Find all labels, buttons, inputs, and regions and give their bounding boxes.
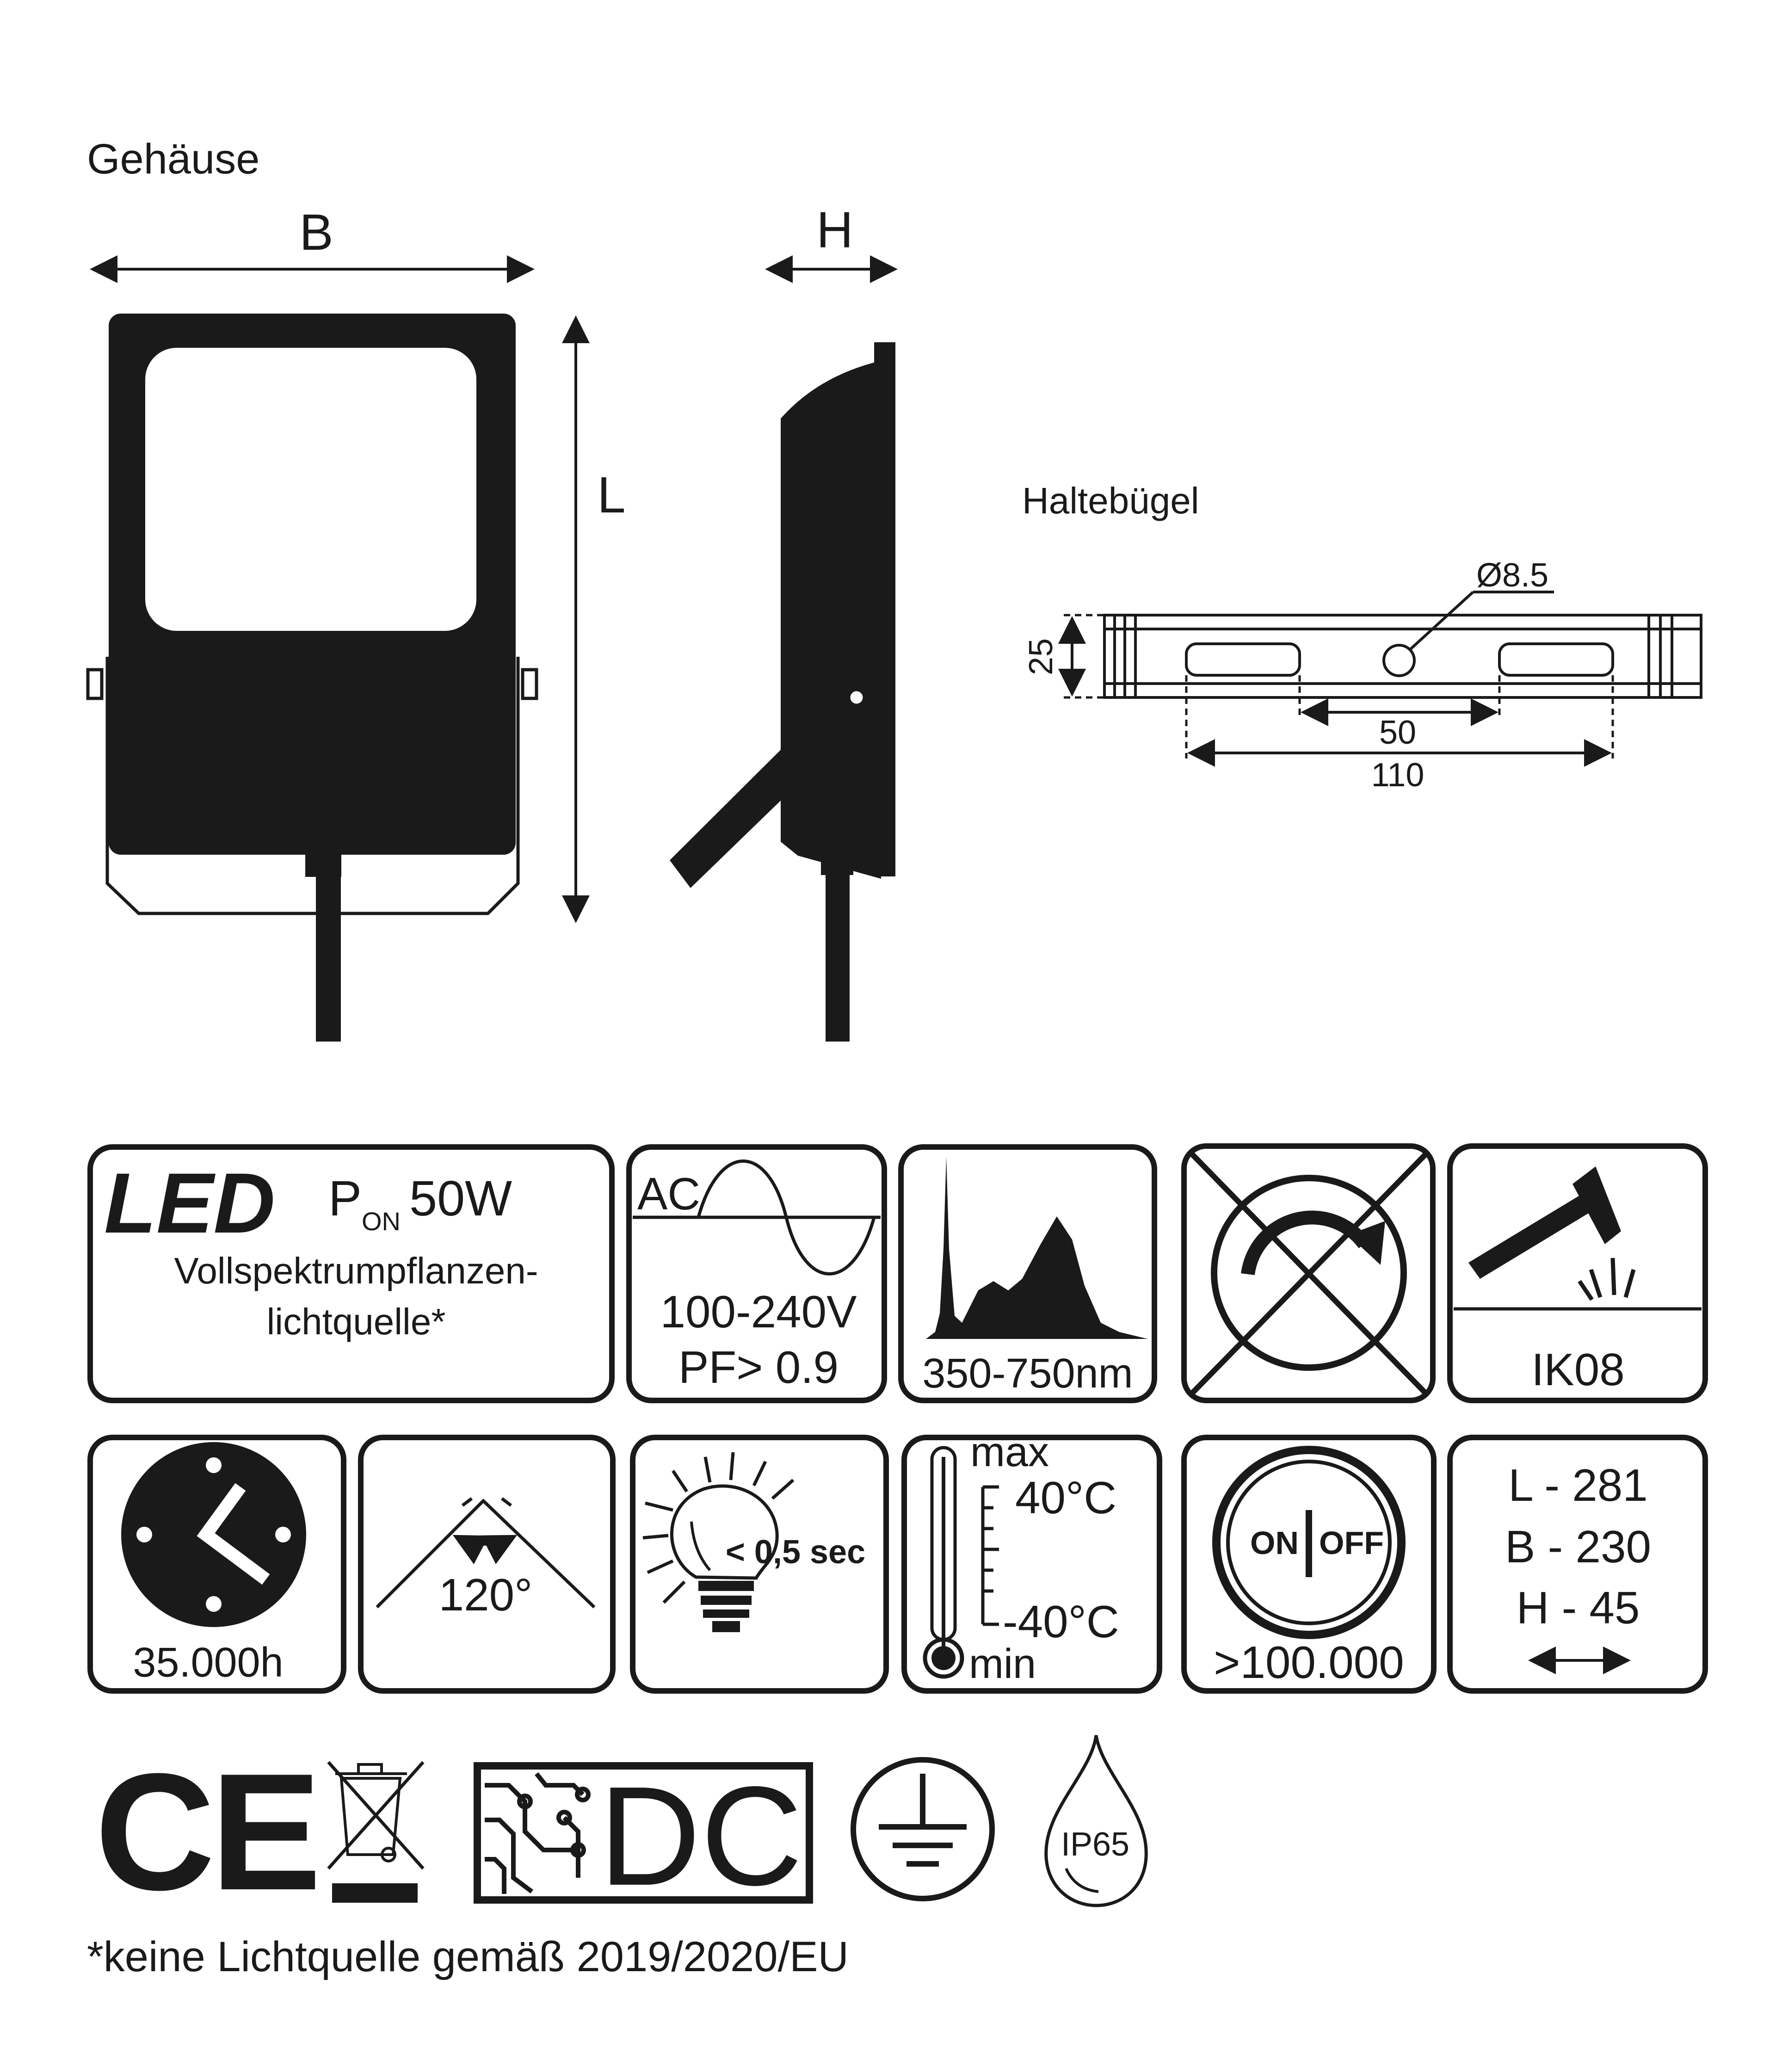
power-symbol: P (328, 1170, 362, 1226)
temperature-min-label: min (969, 1641, 1036, 1687)
dc-supply-icon: DC (474, 1757, 813, 1915)
bracket-end-ribs (1104, 615, 1701, 697)
slot-spacing-label: 50 (1379, 714, 1416, 751)
bracket-title: Haltebügel (1022, 480, 1199, 521)
beam-right-edge (500, 1497, 512, 1507)
front-cable-gland (305, 851, 341, 877)
ac-voltage: 100-240V (660, 1286, 857, 1337)
led-power-tile: LED P ON 50W Vollspektrumpflanzen- licht… (87, 1144, 615, 1403)
dimensions-tile: L - 281 B - 230 H - 45 (1447, 1435, 1708, 1694)
bracket-bar (1103, 614, 1702, 699)
clock-hands (197, 1483, 270, 1585)
dimension-height: H - 45 (1517, 1582, 1640, 1633)
dc-label: DC (599, 1757, 803, 1915)
protective-earth-icon (851, 1757, 995, 1901)
startup-time-tile: < 0,5 sec (630, 1435, 889, 1694)
ac-label: AC (637, 1168, 700, 1219)
side-front-plate (874, 342, 895, 876)
circuit-pattern (485, 1772, 591, 1894)
beam-angle-tile: 120° (358, 1435, 616, 1694)
ac-supply-tile: AC 100-240V PF> 0.9 (626, 1144, 887, 1403)
power-subscript: ON (362, 1207, 401, 1236)
side-mount-arm (670, 680, 872, 888)
bulb-rays (642, 1452, 795, 1604)
housing-title: Gehäuse (87, 136, 259, 183)
switch-off-label: OFF (1319, 1525, 1384, 1561)
startup-time: < 0,5 sec (726, 1534, 865, 1571)
side-mount-pivot (848, 689, 865, 706)
spectrum-tile: 350-750nm (898, 1144, 1157, 1403)
switching-cycles-tile: ON OFF >100.000 (1181, 1435, 1437, 1694)
beam-left-edge (461, 1497, 473, 1507)
front-bracket-knob-left (86, 668, 104, 700)
temperature-max-label: max (970, 1429, 1049, 1475)
dimmer-knob-tip (1348, 1221, 1385, 1265)
ip-rating-label: IP65 (1061, 1826, 1129, 1863)
front-cable (316, 874, 341, 1042)
impact-rating: IK08 (1531, 1344, 1625, 1395)
hole-leader-line (1408, 591, 1474, 651)
lifetime-tile: 35.000h (87, 1435, 346, 1694)
slot-outer-label: 110 (1371, 757, 1424, 794)
side-cable-gland (821, 851, 853, 875)
bracket-slot-right (1498, 642, 1614, 677)
on-off-switch-icon (1212, 1446, 1406, 1639)
weee-bin-icon (327, 1761, 425, 1903)
floodlight-front-view (86, 314, 538, 1042)
ip65-drop-icon: IP65 (1044, 1735, 1148, 1907)
side-cable (826, 872, 850, 1042)
led-description-line1: Vollspektrumpflanzen- (174, 1250, 538, 1291)
power-value: 50W (409, 1170, 512, 1226)
ac-power-factor: PF> 0.9 (678, 1342, 839, 1393)
beam-angle-icon (376, 1498, 596, 1609)
spectrum-curve-icon (926, 1156, 1148, 1339)
floodlight-side-view (670, 342, 895, 1042)
certification-marks: CE DC (95, 1735, 1148, 1925)
temperature-tile: max 40°C -40°C min (901, 1429, 1162, 1694)
front-bracket-knob-right (521, 668, 538, 700)
front-bracket (105, 657, 520, 915)
dimension-length: L - 281 (1508, 1460, 1647, 1511)
clock-markers (136, 1457, 291, 1612)
lifetime-hours: 35.000h (133, 1640, 283, 1686)
temperature-min-value: -40°C (1003, 1596, 1119, 1647)
spectrum-range: 350-750nm (922, 1350, 1133, 1397)
dimmer-knob-icon (1241, 1210, 1370, 1276)
width-dimension-label: B (299, 204, 333, 261)
bracket-center-hole (1382, 644, 1416, 677)
ce-mark-icon: CE (95, 1739, 317, 1925)
hole-diameter-label: Ø8.5 (1476, 557, 1548, 594)
front-lens-window (145, 348, 476, 631)
housing-drawing: Gehäuse B L H (86, 136, 898, 1042)
impact-spark-lines (1578, 1258, 1636, 1301)
temperature-max-value: 40°C (1015, 1472, 1116, 1523)
thermometer-icon (923, 1446, 964, 1679)
length-dimension-label: L (597, 467, 625, 524)
cross-line-b (1187, 1149, 1431, 1398)
side-housing-body (781, 361, 881, 879)
hammer-icon (1468, 1166, 1621, 1279)
bracket-drawing: Haltebügel Ø8.5 25 50 (1022, 480, 1702, 794)
led-description-line2: lichtquelle* (267, 1301, 446, 1342)
non-dimmable-tile (1181, 1143, 1436, 1403)
beam-angle-arc (452, 1535, 518, 1565)
ac-sine-wave-icon (697, 1159, 876, 1276)
bracket-height-label: 25 (1023, 638, 1060, 675)
led-logo: LED (104, 1156, 275, 1251)
spec-tiles-row-1: LED P ON 50W Vollspektrumpflanzen- licht… (87, 1143, 1708, 1403)
spec-tiles-row-2: 35.000h 120° (87, 1429, 1708, 1694)
bracket-slot-left (1185, 642, 1301, 677)
impact-rating-tile: IK08 (1447, 1143, 1708, 1403)
switching-cycles: >100.000 (1214, 1637, 1404, 1688)
light-bulb-icon (670, 1484, 779, 1632)
dimension-width: B - 230 (1505, 1521, 1651, 1572)
beam-angle-value: 120° (439, 1569, 533, 1620)
thermometer-scale (981, 1485, 999, 1626)
height-dimension-label: H (816, 202, 853, 259)
footnote: *keine Lichtquelle gemäß 2019/2020/EU (87, 1933, 849, 1980)
dimmer-ring (1211, 1175, 1407, 1371)
switch-on-label: ON (1250, 1525, 1299, 1561)
